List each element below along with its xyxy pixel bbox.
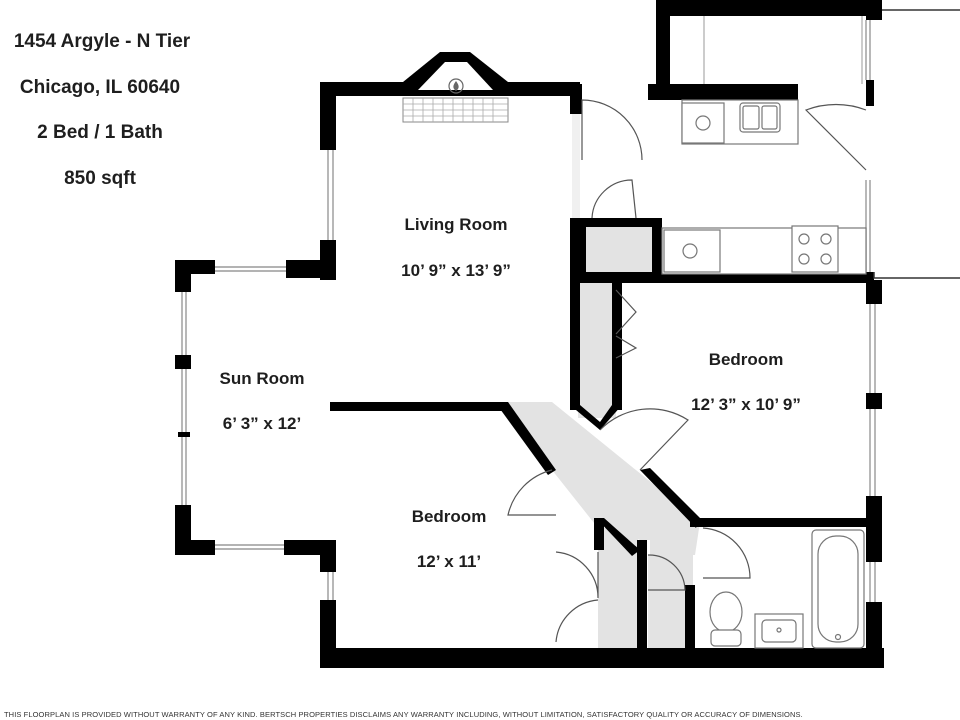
wall-segment [596, 518, 640, 556]
wall-segment [570, 272, 870, 283]
property-address: 1454 Argyle - N Tier [13, 31, 191, 52]
wall-segment [175, 540, 215, 555]
wall-segment [320, 648, 884, 668]
balcony [703, 9, 960, 279]
wall-segment [866, 0, 882, 20]
fireplace [402, 52, 509, 123]
bathroom-fixtures [709, 529, 865, 649]
windows [178, 20, 876, 602]
bedroom-east-name: Bedroom [708, 350, 784, 369]
doors [507, 99, 867, 643]
wall-segment [175, 355, 191, 369]
wall-segment [570, 218, 586, 280]
wall-segment [320, 540, 336, 572]
wall-segment [570, 218, 660, 227]
wall-segment [866, 80, 874, 106]
wall-segment [656, 0, 670, 100]
wall-segment [866, 393, 882, 409]
wall-segment [866, 602, 882, 668]
kitchen-fixtures [661, 99, 867, 275]
wall-segment [570, 84, 582, 114]
wall-segment [286, 260, 336, 278]
disclaimer-text: THIS FLOORPLAN IS PROVIDED WITHOUT WARRA… [4, 710, 803, 719]
wall-segment [866, 272, 874, 284]
burner-icon [798, 253, 810, 265]
wall-segment [508, 82, 580, 96]
wall-segment [175, 260, 191, 292]
wall-segment [570, 280, 580, 410]
sun-room-size: 6’ 3” x 12’ [222, 414, 302, 433]
bedroom-east-size: 12’ 3” x 10’ 9” [691, 395, 801, 414]
wall-segment [495, 402, 556, 475]
wall-segment [652, 218, 662, 280]
burner-icon [820, 253, 832, 265]
wall-segment [320, 82, 336, 150]
wall-segment [690, 518, 870, 527]
wall-segment [656, 0, 882, 16]
wall-segment [866, 496, 882, 562]
living-room-name: Living Room [404, 215, 508, 234]
wall-segment [594, 518, 604, 546]
toilet [709, 591, 743, 633]
wall-segment [640, 468, 700, 528]
bedroom-south-name: Bedroom [411, 507, 487, 526]
wall-segment [612, 280, 622, 410]
flame-icon [448, 78, 464, 94]
living-room-size: 10’ 9” x 13’ 9” [401, 261, 511, 280]
wall-segment [570, 405, 622, 430]
property-city: Chicago, IL 60640 [19, 77, 181, 98]
bedroom-south-size: 12’ x 11’ [416, 552, 482, 571]
fan-icon [682, 243, 698, 259]
wall-segment [330, 402, 505, 411]
wall-segment [866, 280, 882, 304]
burner-icon [798, 233, 810, 245]
sun-room-name: Sun Room [219, 369, 305, 388]
property-layout: 2 Bed / 1 Bath [37, 122, 163, 143]
burner-icon [820, 233, 832, 245]
wall-segment [594, 538, 604, 550]
disposal-icon [695, 115, 711, 131]
stove [791, 225, 839, 273]
property-area: 850 sqft [64, 168, 136, 189]
walls [175, 0, 884, 668]
wall-segment [320, 82, 403, 96]
wall-segment [648, 84, 798, 100]
wall-segment [637, 540, 647, 650]
wall-segment [320, 600, 336, 668]
wall-segment [685, 585, 695, 650]
